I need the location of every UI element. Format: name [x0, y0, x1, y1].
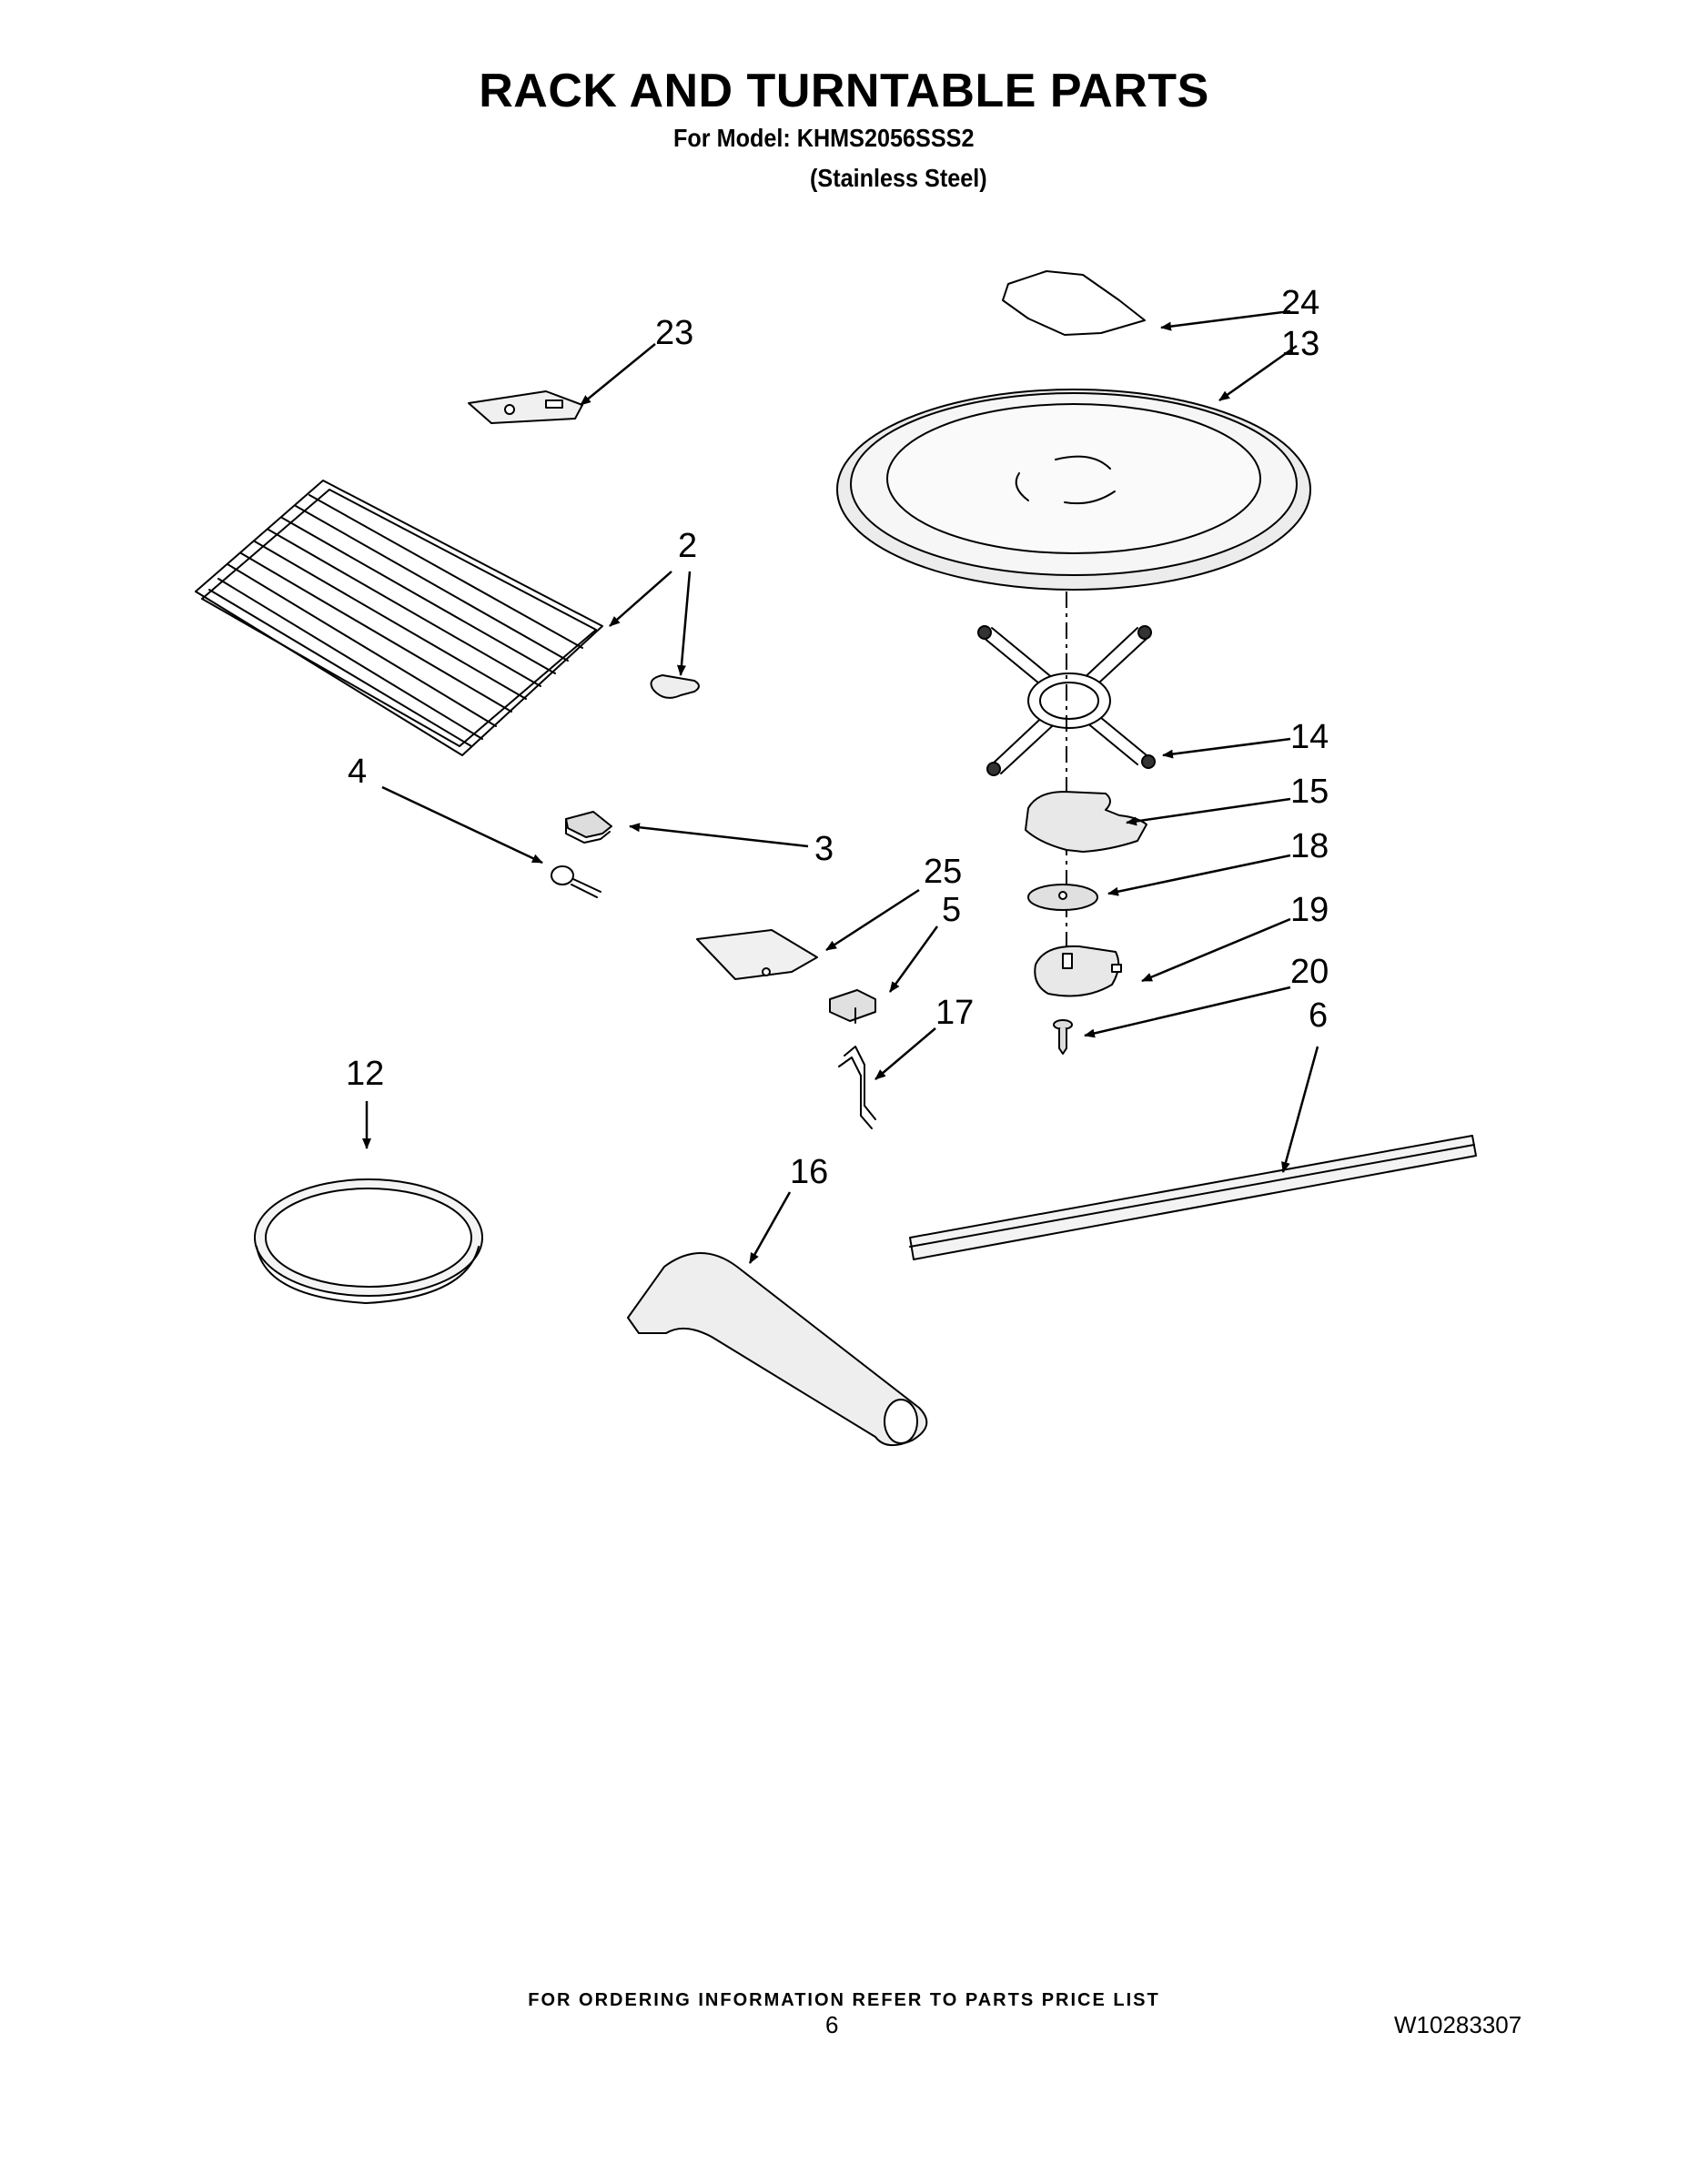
part-19-motor [1034, 945, 1122, 997]
callout-4: 4 [348, 753, 367, 791]
callout-20: 20 [1290, 953, 1329, 991]
document-number: W10283307 [1394, 2011, 1522, 2038]
leader-arrows [362, 309, 1319, 1264]
callout-17: 17 [935, 994, 974, 1032]
part-24-cover [1002, 270, 1146, 336]
callout-labels: 24 13 23 2 14 4 15 3 18 25 5 19 20 17 6 … [346, 284, 1329, 1191]
part-12-bowl [254, 1178, 483, 1304]
callout-18: 18 [1290, 827, 1329, 865]
page-number: 6 [825, 2011, 839, 2038]
part-23-bracket [468, 390, 583, 424]
part-5-switch [829, 989, 876, 1024]
part-14-roller-support [977, 625, 1156, 776]
part-13-turntable-tray [836, 389, 1311, 591]
ordering-note: FOR ORDERING INFORMATION REFER TO PARTS … [528, 1990, 1160, 2010]
callout-16: 16 [790, 1153, 828, 1191]
finish-line: (Stainless Steel) [810, 164, 987, 192]
part-6-trim-strip [909, 1135, 1477, 1260]
callout-6: 6 [1309, 996, 1328, 1035]
callout-19: 19 [1290, 891, 1329, 929]
part-18-washer [1027, 884, 1098, 911]
callout-3: 3 [814, 830, 834, 868]
part-25-waveguide-cover [696, 929, 818, 980]
page-title: RACK AND TURNTABLE PARTS [479, 65, 1209, 117]
part-2-clip [650, 674, 700, 699]
callout-5: 5 [942, 891, 961, 929]
part-rack [195, 480, 603, 756]
part-17-spring [838, 1046, 876, 1129]
part-4-bulb [551, 865, 601, 898]
callout-14: 14 [1290, 718, 1329, 756]
part-16-handle [627, 1252, 928, 1447]
callout-24: 24 [1281, 284, 1319, 322]
callout-23: 23 [655, 314, 693, 352]
part-3-socket [565, 811, 612, 844]
callout-13: 13 [1281, 325, 1319, 363]
callout-12: 12 [346, 1055, 384, 1093]
callout-25: 25 [924, 853, 962, 891]
model-line: For Model: KHMS2056SSS2 [673, 124, 975, 152]
callout-2: 2 [678, 527, 697, 565]
callout-15: 15 [1290, 773, 1329, 811]
part-20-screw [1053, 1019, 1073, 1055]
